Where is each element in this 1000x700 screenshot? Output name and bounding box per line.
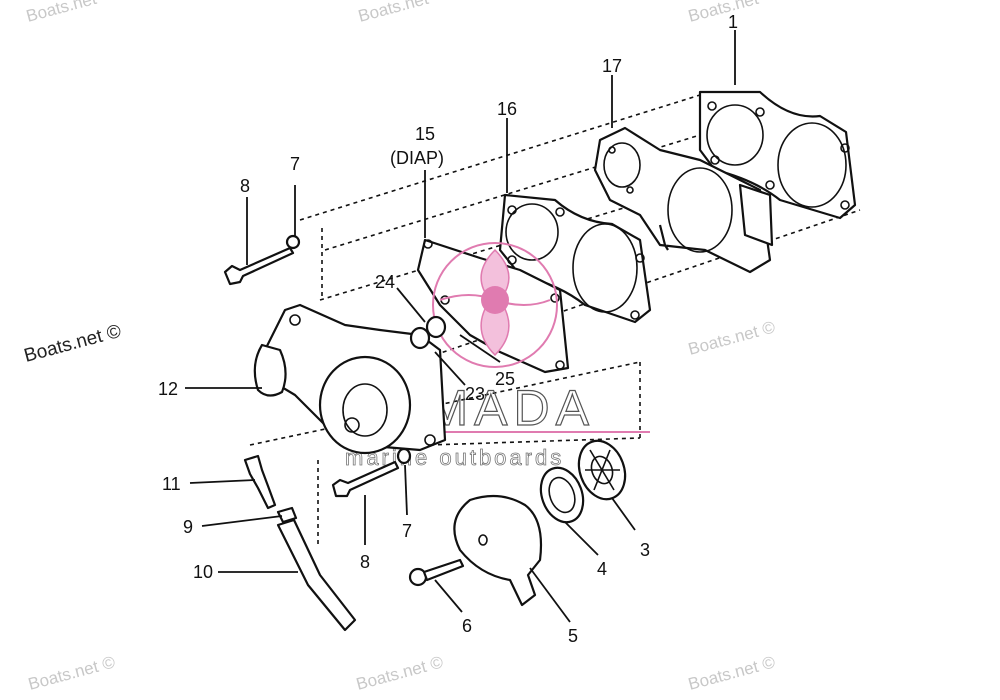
callout-9: 9 [183,517,193,537]
hose-part-10 [276,518,357,632]
callout-24: 24 [375,272,395,292]
callout-11: 11 [162,474,181,494]
callout-8-upper: 8 [240,176,250,196]
callout-12: 12 [158,379,178,399]
callout-16: 16 [497,99,517,119]
callout-25: 25 [495,369,515,389]
screw-part-8-upper [223,246,295,286]
filter-cover-part-5 [453,494,543,607]
watermark: Boats.net © [26,652,117,694]
clamp-part-9 [276,506,298,524]
callout-8-lower: 8 [360,552,370,572]
gasket-part-16 [498,193,652,324]
filter-gasket-part-4 [539,466,585,524]
leader-lines [185,30,736,623]
callout-23: 23 [465,384,485,404]
screw-part-8-lower [331,460,400,498]
watermark: Boats.net © [22,321,124,367]
filter-screen-part-3 [577,439,627,501]
pump-housing-part-12 [253,303,447,455]
cover-screw-part-6 [408,558,465,587]
watermark: Boats.net [356,0,431,26]
watermark: Boats.net © [686,652,777,694]
washer-part-7-upper [285,234,301,250]
armada-logo: ARMADA marine outboards [344,242,650,470]
callout-15: 15 [415,124,435,144]
callout-15-diap: (DIAP) [390,148,444,168]
watermark: Boats.net [686,0,761,26]
pump-plate-part-17 [593,126,774,274]
callout-10: 10 [193,562,213,582]
callout-1: 1 [728,12,738,32]
washer-part-7-lower [396,447,412,465]
callout-3: 3 [640,540,650,560]
callout-17: 17 [602,56,622,76]
callout-5: 5 [568,626,578,646]
callout-7-lower: 7 [402,521,412,541]
watermark: Boats.net © [686,317,777,359]
watermark: Boats.net [24,0,99,26]
callout-6: 6 [462,616,472,636]
check-valve-part-24 [409,315,447,350]
callout-4: 4 [597,559,607,579]
fitting-part-11 [243,454,277,510]
callout-7-upper: 7 [290,154,300,174]
watermark: Boats.net © [354,652,445,694]
callout-labels: 1 17 16 15 (DIAP) 7 8 24 25 23 12 11 9 1… [158,12,738,646]
